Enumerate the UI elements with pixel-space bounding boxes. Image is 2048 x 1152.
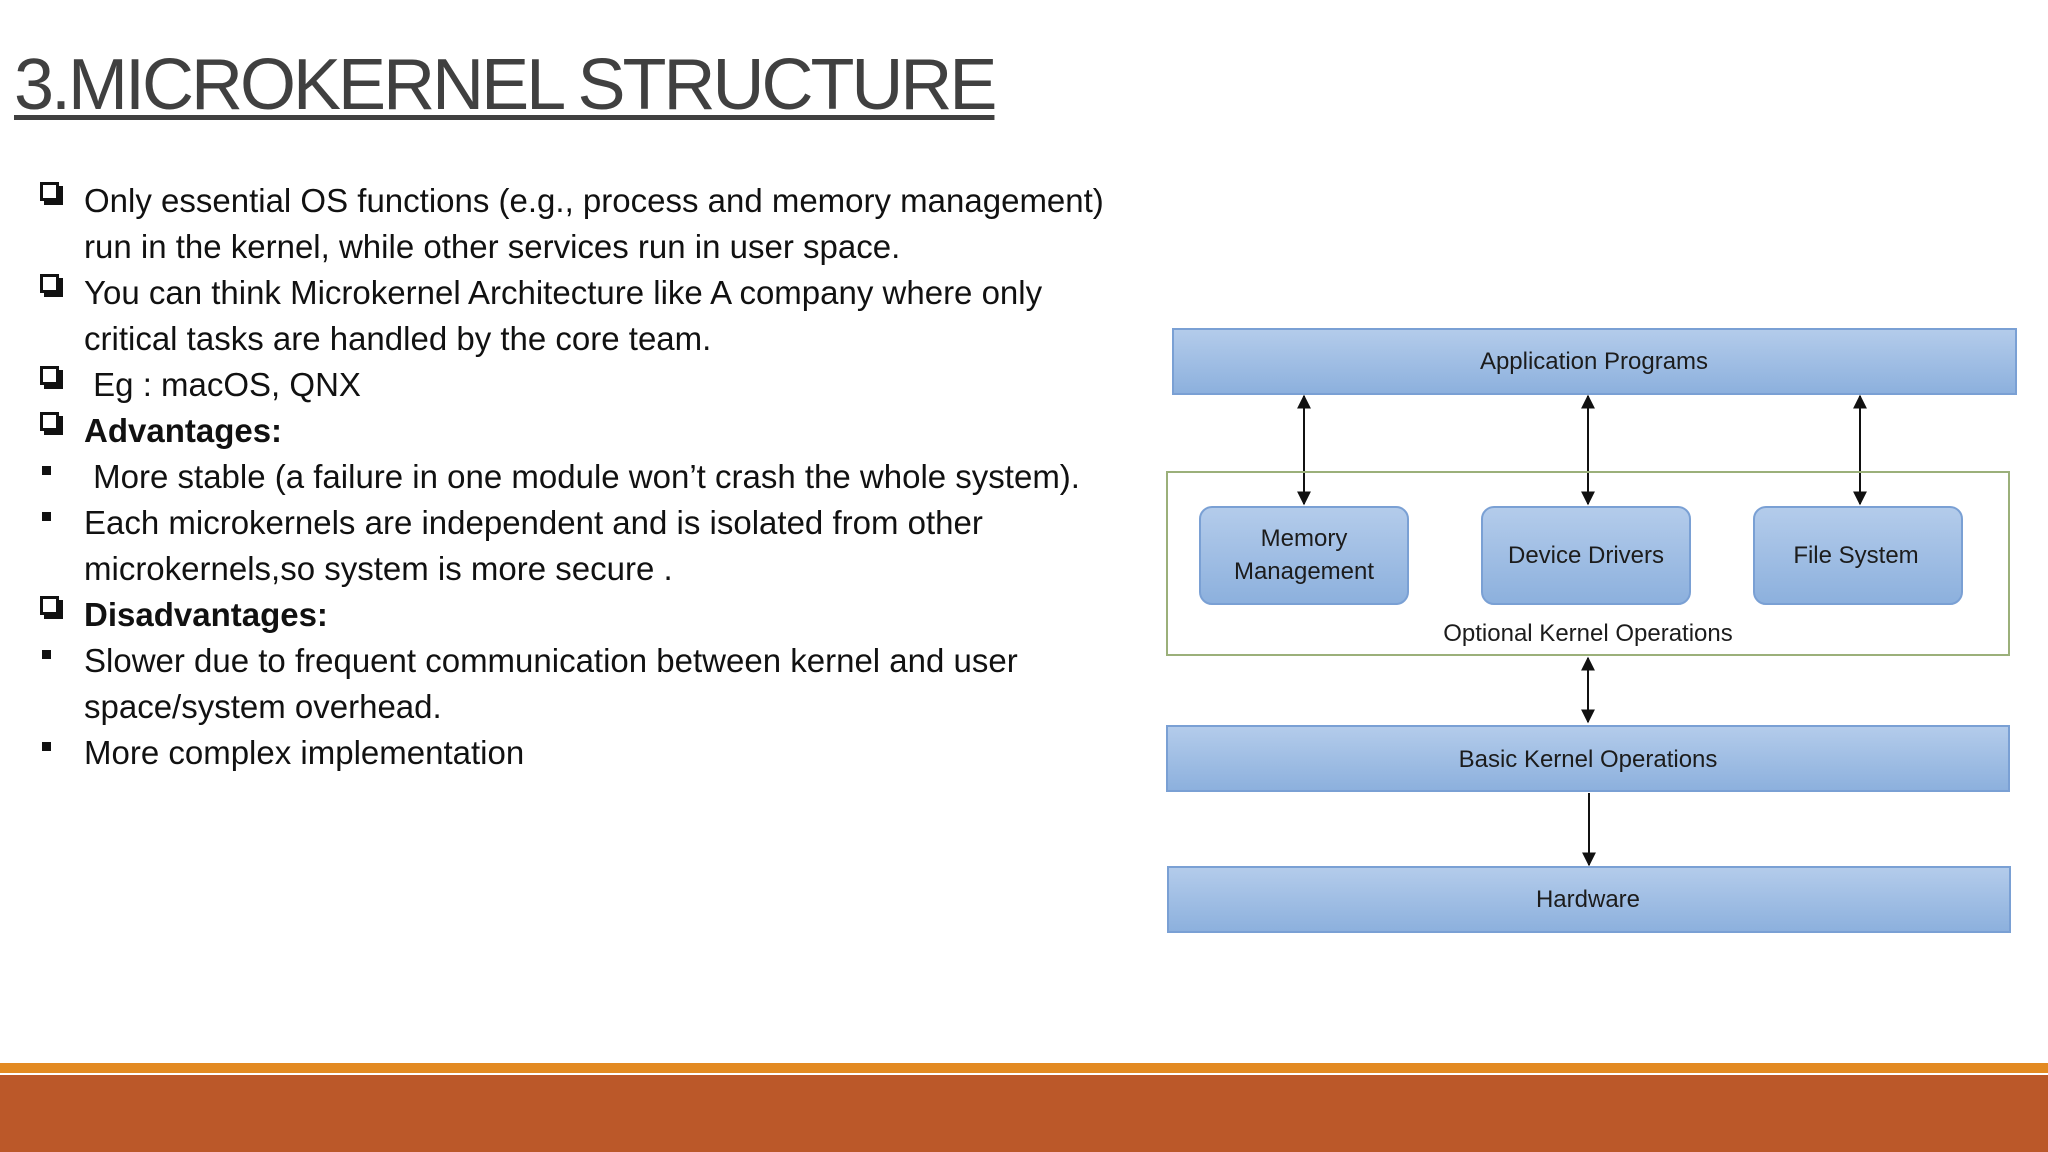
bullet-text: Only essential OS functions (e.g., proce…	[84, 182, 1104, 265]
bullet-item: Eg : macOS, QNX	[40, 362, 1140, 408]
bullet-text: You can think Microkernel Architecture l…	[84, 274, 1043, 357]
file-system-box: File System	[1753, 506, 1963, 605]
bullet-item: Advantages:	[40, 408, 1140, 454]
optional-kernel-operations-group: Memory Management Device Drivers File Sy…	[1166, 471, 2010, 656]
memory-management-label-line1: Memory	[1261, 525, 1348, 552]
checkbox-bullet-icon	[40, 182, 59, 201]
checkbox-bullet-icon	[40, 412, 59, 431]
checkbox-bullet-icon	[40, 274, 59, 293]
bullet-item: Only essential OS functions (e.g., proce…	[40, 178, 1140, 270]
square-bullet-icon	[42, 466, 51, 475]
footer-band	[0, 1075, 2048, 1152]
bullet-item: You can think Microkernel Architecture l…	[40, 270, 1140, 362]
file-system-label: File System	[1793, 542, 1918, 569]
square-bullet-icon	[42, 742, 51, 751]
bullet-text: Each microkernels are independent and is…	[84, 504, 983, 587]
bullet-item: Slower due to frequent communication bet…	[40, 638, 1140, 730]
bullet-item: Disadvantages:	[40, 592, 1140, 638]
bullet-item: More complex implementation	[40, 730, 1140, 776]
memory-management-box: Memory Management	[1199, 506, 1409, 605]
bullet-list: Only essential OS functions (e.g., proce…	[40, 178, 1140, 776]
footer-accent-stripe	[0, 1063, 2048, 1073]
microkernel-diagram: Application Programs Memory Management D…	[1160, 320, 2020, 940]
square-bullet-icon	[42, 512, 51, 521]
device-drivers-box: Device Drivers	[1481, 506, 1691, 605]
slide-title: 3.MICROKERNEL STRUCTURE	[14, 45, 997, 125]
bullet-text: More complex implementation	[84, 734, 525, 771]
bullet-item: Each microkernels are independent and is…	[40, 500, 1140, 592]
checkbox-bullet-icon	[40, 366, 59, 385]
bullet-text: More stable (a failure in one module won…	[84, 458, 1080, 495]
memory-management-label-line2: Management	[1234, 558, 1374, 585]
disadvantages-heading: Disadvantages:	[84, 596, 328, 633]
diagram-svg: Application Programs Memory Management D…	[1166, 328, 2017, 933]
application-programs-label: Application Programs	[1480, 348, 1708, 375]
hardware-label: Hardware	[1536, 886, 1640, 913]
basic-kernel-operations-label: Basic Kernel Operations	[1459, 746, 1718, 773]
bullet-text: Eg : macOS, QNX	[84, 366, 361, 403]
advantages-heading: Advantages:	[84, 412, 283, 449]
square-bullet-icon	[42, 650, 51, 659]
basic-kernel-operations-box: Basic Kernel Operations	[1166, 725, 2010, 792]
checkbox-bullet-icon	[40, 596, 59, 615]
optional-kernel-operations-label: Optional Kernel Operations	[1443, 620, 1733, 647]
device-drivers-label: Device Drivers	[1508, 542, 1664, 569]
application-programs-box: Application Programs	[1172, 328, 2017, 395]
hardware-box: Hardware	[1167, 866, 2011, 933]
bullet-item: More stable (a failure in one module won…	[40, 454, 1140, 500]
bullet-text: Slower due to frequent communication bet…	[84, 642, 1018, 725]
